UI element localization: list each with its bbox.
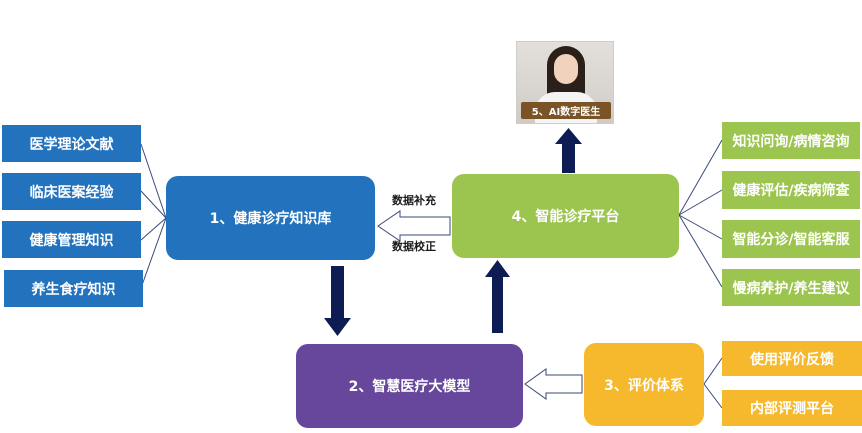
eval-item-internal-testing: 内部评测平台: [722, 390, 862, 426]
connector-source-2: [140, 190, 167, 219]
connector-eval-1: [703, 357, 723, 385]
connector-output-1: [678, 139, 723, 216]
output-item-triage-service: 智能分诊/智能客服: [722, 220, 860, 258]
connector-source-1: [140, 143, 167, 219]
node-medical-model: 2、智慧医疗大模型: [296, 344, 523, 428]
connector-output-2: [678, 189, 723, 216]
node-smart-platform: 4、智能诊疗平台: [452, 174, 679, 258]
arrow-left-platform-to-kb: [377, 210, 451, 242]
connector-source-3: [140, 217, 167, 241]
label-data-correction: 数据校正: [392, 240, 436, 253]
source-item-diet-therapy: 养生食疗知识: [4, 270, 143, 307]
source-item-medical-literature: 医学理论文献: [2, 125, 141, 162]
label-data-supplement: 数据补充: [392, 194, 436, 207]
ai-doctor-caption: 5、AI数字医生: [521, 102, 611, 119]
node-knowledge-base: 1、健康诊疗知识库: [166, 176, 375, 260]
output-item-health-screening: 健康评估/疾病筛查: [722, 171, 860, 209]
arrow-down-kb-to-model: [324, 266, 351, 336]
connector-output-4: [678, 214, 723, 288]
connector-output-3: [678, 214, 723, 240]
output-item-knowledge-consult: 知识问询/病情咨询: [722, 122, 860, 159]
arrow-left-eval-to-model: [524, 368, 583, 400]
connector-eval-2: [703, 383, 723, 409]
source-item-health-management: 健康管理知识: [2, 221, 141, 258]
ai-doctor-image: 5、AI数字医生: [516, 41, 614, 124]
arrow-up-platform-to-doctor: [555, 128, 582, 173]
connector-source-4: [140, 217, 167, 289]
source-item-clinical-cases: 临床医案经验: [2, 173, 141, 210]
doctor-face-shape: [554, 54, 578, 84]
arrow-up-model-to-platform: [485, 260, 510, 333]
eval-item-user-feedback: 使用评价反馈: [722, 341, 862, 376]
node-evaluation-system: 3、评价体系: [584, 343, 704, 426]
output-item-chronic-care: 慢病养护/养生建议: [722, 269, 860, 306]
